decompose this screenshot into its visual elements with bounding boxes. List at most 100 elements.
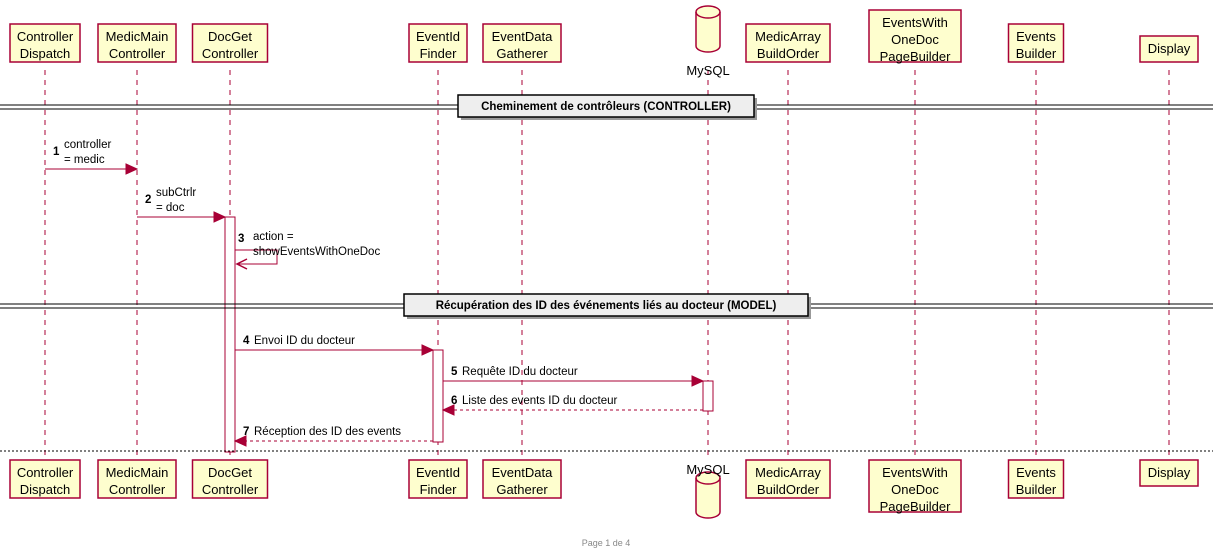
participant-label: Dispatch [20,46,71,61]
message-label: = medic [64,154,105,166]
participant-box [408,459,468,499]
participant-label: Gatherer [496,482,548,497]
participant-label: EventId [416,465,460,480]
message-label: Réception des ID des events [254,426,401,438]
message-arrowhead [233,435,247,447]
activation-bars [224,216,714,453]
participant-label: Finder [420,46,458,61]
participant-label: MedicMain [106,465,169,480]
participant-label: Builder [1016,482,1057,497]
participant-label: Finder [420,482,458,497]
participant-label: EventData [492,465,553,480]
participant-label: OneDoc [891,32,939,47]
divider-label: Cheminement de contrôleurs (CONTROLLER) [481,101,731,113]
participant-mysql-bottom: MySQL [686,462,730,519]
message-label: subCtrlr [156,187,196,199]
participant-box [9,23,81,63]
message-label: Liste des events ID du docteur [462,395,618,407]
activation-mysql [702,380,714,412]
section-dividers: Cheminement de contrôleurs (CONTROLLER) R… [0,94,1213,319]
participant-label: EventsWith [882,465,948,480]
database-rim [695,11,721,19]
activation-eventIdFinder [432,349,444,443]
participant-label: DocGet [208,29,252,44]
participant-label: Dispatch [20,482,71,497]
participant-label: EventsWith [882,15,948,30]
divider-box [403,293,809,317]
participant-label: MySQL [686,462,729,477]
message-number: 3 [238,233,244,245]
participant-label: Controller [109,482,166,497]
participant-label: Display [1148,41,1191,56]
participant-label: Controller [17,465,74,480]
participant-label: Controller [17,29,74,44]
page-footer: Page 1 de 4 [582,538,631,548]
message-label: showEventsWithOneDoc [253,246,380,258]
message-4: 4 Envoi ID du docteur [235,335,435,356]
participant-heads-bottom: ControllerDispatchMedicMainControllerDoc… [9,459,1199,519]
message-arrowhead [235,258,248,270]
participant-label: BuildOrder [757,482,820,497]
message-6: 6 Liste des events ID du docteur [441,395,703,416]
message-arrowhead [441,404,455,416]
participant-display-bottom: Display [1139,459,1199,487]
message-label: = doc [156,202,185,214]
participant-box [97,23,177,63]
message-number: 7 [243,426,249,438]
participant-heads-top: ControllerDispatchMedicMainControllerDoc… [9,5,1199,78]
participant-label: Builder [1016,46,1057,61]
participant-box [868,9,962,63]
participant-box [1139,35,1199,63]
lifelines [44,70,1170,460]
message-7: 7 Réception des ID des events [233,426,433,447]
message-number: 4 [243,335,250,347]
participant-box [482,459,562,499]
participant-box [745,459,831,499]
participant-box [408,23,468,63]
message-number: 6 [451,395,457,407]
participant-box [1007,23,1065,63]
participant-label: OneDoc [891,482,939,497]
message-label: controller [64,139,111,151]
participant-label: Gatherer [496,46,548,61]
participant-label: Controller [202,482,259,497]
database-icon [695,471,721,519]
message-arrowhead [691,375,705,387]
participant-label: PageBuilder [880,49,951,64]
participant-label: MedicArray [755,465,821,480]
participant-box [482,23,562,63]
participant-label: MedicMain [106,29,169,44]
message-arrow-line [235,249,278,265]
participant-label: EventData [492,29,553,44]
participant-label: MySQL [686,63,729,78]
database-rim [695,477,721,485]
participant-label: Display [1148,465,1191,480]
participant-mysql-top: MySQL [686,5,730,78]
participant-box [868,459,962,513]
divider-box [457,94,755,118]
participant-label: Controller [109,46,166,61]
message-label: Envoi ID du docteur [254,335,355,347]
message-arrowhead [421,344,435,356]
participant-box [9,459,81,499]
message-arrowhead [125,163,139,175]
divider-2: Récupération des ID des événements liés … [0,293,1213,319]
activation-docGetController [224,216,236,453]
